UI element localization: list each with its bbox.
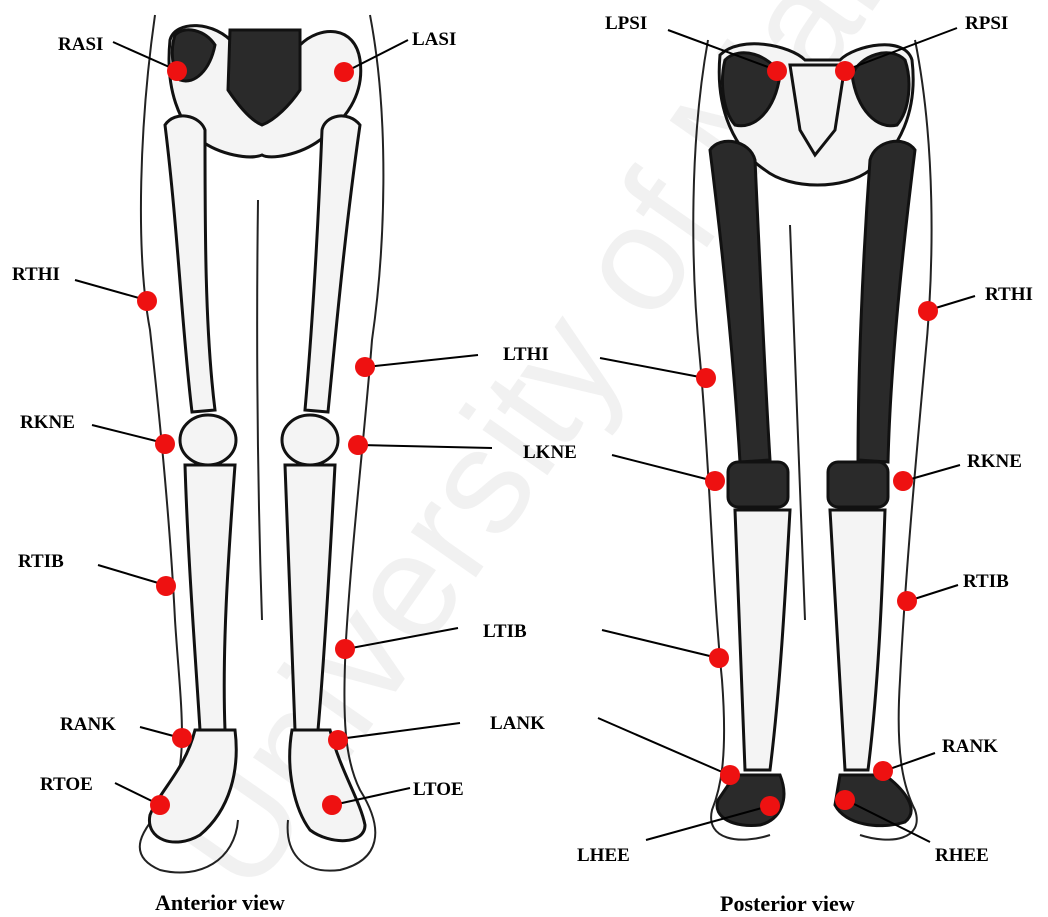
marker-dot: [705, 471, 725, 491]
anterior-caption: Anterior view: [155, 890, 285, 915]
marker-label: LANK: [490, 713, 545, 734]
marker-label: LTHI: [503, 344, 549, 365]
marker-dot: [893, 471, 913, 491]
marker-label: RKNE: [967, 451, 1022, 472]
marker-label: LPSI: [605, 13, 647, 34]
marker-dot: [167, 61, 187, 81]
marker-rtib: RTIB: [897, 571, 1009, 611]
marker-dot: [835, 61, 855, 81]
marker-dot: [720, 765, 740, 785]
marker-label: LTOE: [413, 779, 464, 800]
marker-label: RTOE: [40, 774, 93, 795]
marker-rank: RANK: [60, 714, 192, 748]
marker-dot: [322, 795, 342, 815]
marker-ltib: [602, 630, 729, 668]
marker-label: RTHI: [985, 284, 1033, 305]
marker-rkne: RKNE: [20, 412, 175, 454]
marker-dot: [709, 648, 729, 668]
marker-dot: [156, 576, 176, 596]
marker-rthi: RTHI: [12, 264, 157, 311]
marker-dot: [150, 795, 170, 815]
marker-dot: [355, 357, 375, 377]
marker-dot: [328, 730, 348, 750]
marker-dot: [873, 761, 893, 781]
marker-label: RTIB: [963, 571, 1009, 592]
marker-label: RTHI: [12, 264, 60, 285]
marker-dot: [696, 368, 716, 388]
marker-rank: RANK: [873, 736, 998, 781]
marker-label: RANK: [942, 736, 998, 757]
marker-dot: [335, 639, 355, 659]
marker-rtib: RTIB: [18, 551, 176, 596]
marker-dot: [155, 434, 175, 454]
marker-rkne: RKNE: [893, 451, 1022, 491]
marker-label: RASI: [58, 34, 103, 55]
posterior-skeleton: [693, 40, 931, 840]
marker-label: LASI: [412, 29, 456, 50]
marker-dot: [897, 591, 917, 611]
marker-lank: [598, 718, 740, 785]
marker-label: RHEE: [935, 845, 989, 866]
marker-dot: [348, 435, 368, 455]
marker-label: RANK: [60, 714, 116, 735]
marker-rthi: RTHI: [918, 284, 1033, 321]
posterior-caption: Posterior view: [720, 891, 855, 916]
marker-label: RPSI: [965, 13, 1008, 34]
marker-label: RKNE: [20, 412, 75, 433]
marker-dot: [334, 62, 354, 82]
marker-dot: [767, 61, 787, 81]
marker-label: RTIB: [18, 551, 64, 572]
marker-label: LHEE: [577, 845, 630, 866]
marker-dot: [918, 301, 938, 321]
marker-dot: [172, 728, 192, 748]
marker-dot: [137, 291, 157, 311]
marker-dot: [760, 796, 780, 816]
marker-label: LKNE: [523, 442, 577, 463]
marker-dot: [835, 790, 855, 810]
marker-label: LTIB: [483, 621, 527, 642]
